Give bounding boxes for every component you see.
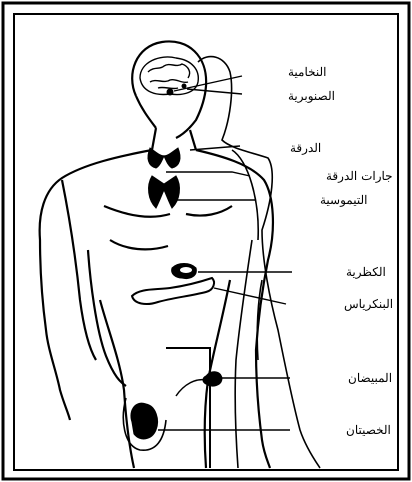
label-testes: الخصيتان xyxy=(346,423,391,437)
pancreas xyxy=(132,278,214,304)
label-ovaries: المبيضان xyxy=(348,371,392,385)
lower-body-box xyxy=(166,348,210,468)
leader-parathyroid xyxy=(166,172,250,176)
leader-pineal xyxy=(187,89,242,94)
thymus-gland xyxy=(149,176,180,208)
ovaries xyxy=(203,372,222,386)
label-pituitary: النخامية xyxy=(288,65,327,79)
pituitary-gland xyxy=(167,89,174,96)
label-pancreas: البنكرياس xyxy=(344,297,393,311)
label-pineal: الصنوبرية xyxy=(288,89,335,103)
male-silhouette xyxy=(40,41,273,468)
uterine-tube xyxy=(176,380,206,396)
label-parathyroid: جارات الدرقة xyxy=(326,169,393,183)
label-thyroid: الدرقة xyxy=(290,141,321,155)
adrenal-highlight xyxy=(180,267,192,273)
label-thymus: التيموسية xyxy=(320,193,367,207)
testes xyxy=(131,403,158,439)
label-adrenal: الكظرية xyxy=(346,265,386,279)
thyroid-gland xyxy=(148,148,180,168)
